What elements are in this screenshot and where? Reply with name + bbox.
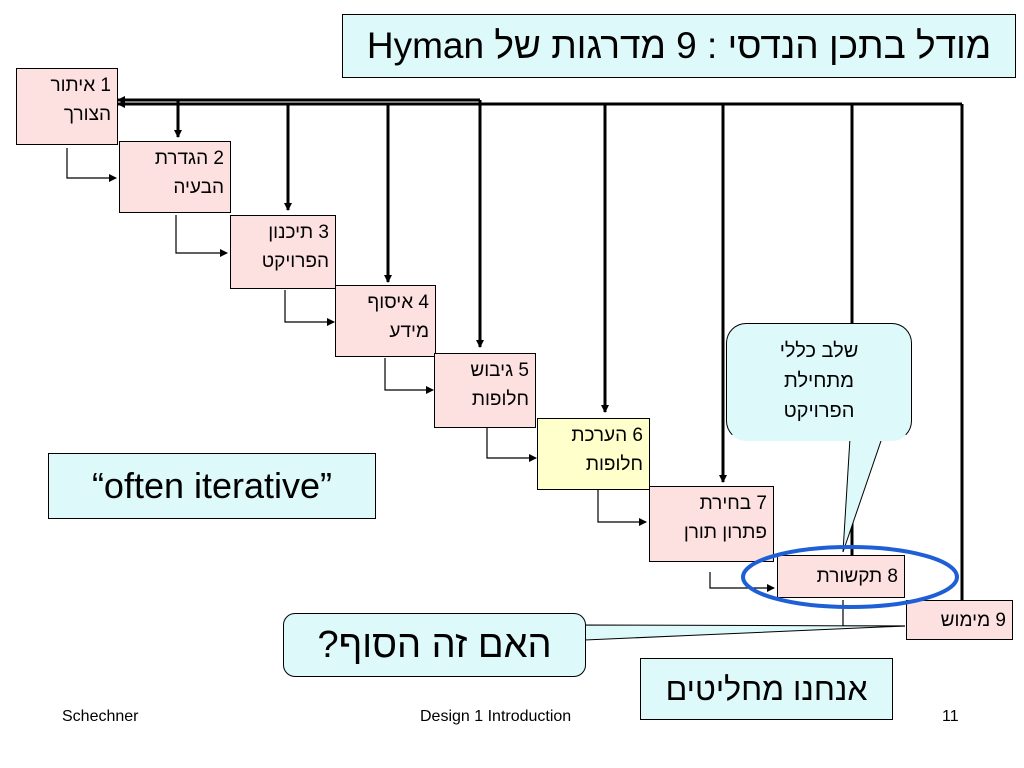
step-4-sublabel: מידע — [389, 321, 429, 342]
step-8-label: 8 תקשורת — [816, 566, 898, 587]
footer-page-number: 11 — [942, 708, 959, 725]
step-5-sublabel: חלופות — [471, 389, 529, 410]
step-3-box: 3 תיכנון הפרויקט — [230, 215, 336, 289]
step-3-sublabel: הפרויקט — [261, 251, 329, 272]
step-7-sublabel: פתרון תורן — [683, 522, 767, 543]
step-1-box: 1 איתור הצורך — [16, 68, 118, 145]
step-6-box: 6 הערכת חלופות — [537, 418, 650, 490]
step-8-highlight-ellipse — [741, 545, 959, 609]
footer-course: Design 1 Introduction — [420, 708, 572, 725]
callout-line-3: הפרויקט — [783, 400, 855, 422]
callout-line-2: מתחילת — [784, 370, 854, 392]
decide-note: אנחנו מחליטים — [640, 658, 893, 720]
step-3-label: 3 תיכנון — [268, 222, 329, 243]
step-4-label: 4 איסוף — [367, 292, 429, 313]
step-5-label: 5 גיבוש — [470, 360, 529, 381]
step-5-box: 5 גיבוש חלופות — [434, 353, 536, 428]
step-1-label: 1 איתור — [50, 75, 111, 96]
step-6-sublabel: חלופות — [585, 454, 643, 475]
slide-title: מודל בתכן הנדסי : 9 מדרגות של Hyman — [342, 14, 1016, 78]
step-8-box: 8 תקשורת — [777, 555, 905, 598]
question-note: האם זה הסוף? — [283, 613, 586, 677]
step-6-label: 6 הערכת — [571, 425, 643, 446]
step-4-box: 4 איסוף מידע — [335, 285, 436, 357]
step-1-sublabel: הצורך — [63, 104, 111, 125]
footer-author: Schechner — [62, 708, 139, 725]
step-2-label: 2 הגדרת — [154, 148, 224, 169]
callout-line-1: שלב כללי — [779, 340, 859, 362]
step-7-box: 7 בחירת פתרון תורן — [649, 486, 774, 562]
step-2-box: 2 הגדרת הבעיה — [119, 141, 231, 213]
step-7-label: 7 בחירת — [699, 493, 767, 514]
iterative-note: “often iterative” — [48, 453, 376, 519]
step-2-sublabel: הבעיה — [173, 177, 224, 198]
step-9-label: 9 מימוש — [940, 610, 1006, 631]
callout-bubble: שלב כללי מתחילת הפרויקט — [726, 323, 912, 441]
step-9-box: 9 מימוש — [906, 600, 1013, 640]
